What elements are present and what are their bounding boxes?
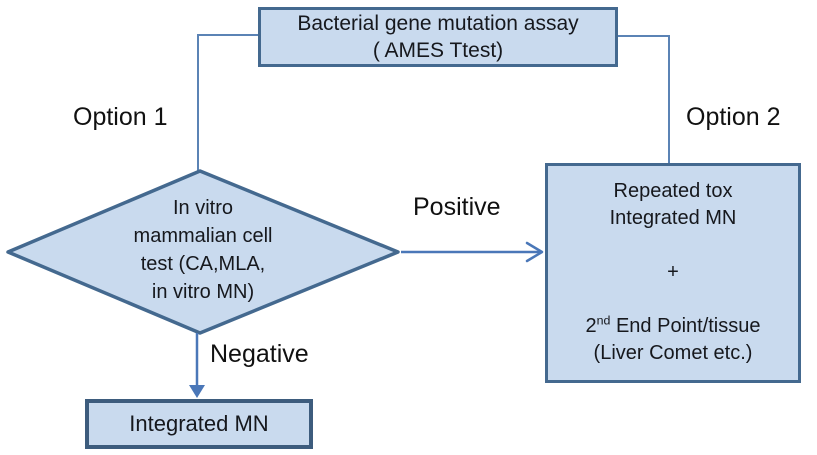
node-text-line: + [667,261,679,283]
node-text-line: Bacterial gene mutation assay [297,12,579,35]
node-text-superscript: nd [596,313,611,328]
node-text-line: in vitro MN) [151,281,255,303]
decision-diamond-shape [6,169,400,335]
arrow-positive-head [525,241,544,263]
label-option-1: Option 1 [73,103,168,131]
label-option-2: Option 2 [686,103,781,131]
node-text-line: In vitro [172,197,234,219]
label-positive: Positive [413,193,501,221]
node-integrated-mn: Integrated MN [85,399,313,449]
node-text-line: test (CA,MLA, [140,253,266,275]
label-negative: Negative [210,340,309,368]
connector-option1-elbow [197,34,259,172]
node-text-line: 2nd End Point/tissue [585,313,760,340]
node-in-vitro-mammalian-cell-test: In vitro mammalian cell test (CA,MLA, in… [62,194,344,306]
node-text-line: Integrated MN [129,411,269,436]
node-text-line: Repeated tox [613,180,733,202]
node-text-line: mammalian cell [133,225,273,247]
node-text-line: ( AMES Ttest) [372,39,504,62]
arrow-negative-head [189,385,205,398]
node-text-line: Integrated MN [609,207,737,229]
node-text-line: (Liver Comet etc.) [593,342,753,364]
node-text-fragment: 2 [585,315,597,337]
node-bacterial-gene-mutation-assay: Bacterial gene mutation assay ( AMES Tte… [258,7,618,67]
node-text-fragment: End Point/tissue [610,315,761,337]
connector-option2-elbow [617,35,670,164]
node-repeated-tox-integrated-mn: Repeated tox Integrated MN + 2nd End Poi… [545,163,801,383]
